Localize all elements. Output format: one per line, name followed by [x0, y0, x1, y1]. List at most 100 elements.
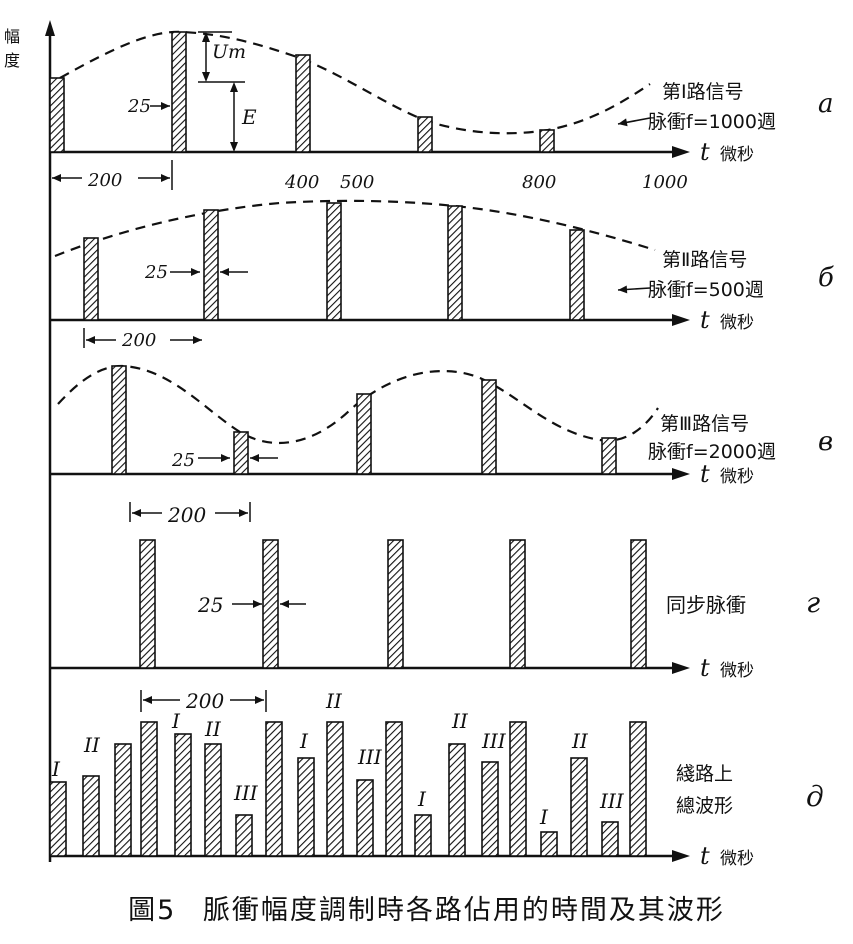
panel-c-pulse-1 [111, 365, 127, 475]
panel-a-axis-arrow [672, 146, 690, 158]
panel-b-signal-envelope [54, 199, 656, 258]
panel-d-width-arrow-right-head [280, 600, 289, 608]
figure-caption: 圖5 脈衝幅度調制時各路佔用的時間及其波形 [0, 888, 853, 927]
panel-e-pulse-9-i [297, 757, 315, 857]
panel-c-width-arrow-right-head [250, 454, 259, 462]
panel-a-pulse-3 [295, 54, 311, 153]
panel-e-channel-mark-4: II [204, 717, 222, 741]
panel-e-pulse-14-ii [448, 743, 466, 857]
panel-e-label-line2: 總波形 [676, 795, 733, 817]
panel-d-t-symbol: t [700, 654, 710, 682]
panel-e-channel-mark-7: II [325, 689, 343, 713]
panel-a-tick-400: 400 [284, 172, 319, 193]
panel-e-pulse-4-sync [140, 721, 158, 857]
panel-c-letter: в [818, 427, 833, 457]
panel-e-pulse-15-iii [481, 761, 499, 857]
y-axis-label-line2: 度 [4, 51, 20, 70]
panel-e-channel-mark-14: III [599, 789, 625, 813]
panel-d-sync-pulse-3 [387, 539, 404, 669]
panel-a-pulse-5 [539, 129, 555, 153]
panel-c-pulse-4 [481, 379, 497, 475]
panel-a-pulse-2 [171, 31, 187, 153]
panel-a-e-label: E [241, 105, 257, 129]
panel-e-channel-mark-8: III [357, 745, 383, 769]
panel-e-letter: д [806, 780, 824, 813]
figure-title: 脈衝幅度調制時各路佔用的時間及其波形 [202, 895, 725, 926]
panel-a-signal-envelope [59, 30, 651, 135]
panel-a-tick-1000: 1000 [642, 172, 688, 193]
panel-a-um-arrow-up [202, 32, 210, 42]
panel-e-pulse-16-sync [509, 721, 527, 857]
panel-b-letter: б [818, 263, 834, 293]
panel-e-axis-arrow [672, 850, 690, 862]
panel-a-width-label: 25 [127, 96, 151, 117]
panel-e-time-unit: 微秒 [720, 849, 754, 869]
panel-d-period-arrow-right-head [239, 509, 248, 517]
panel-c-t-symbol: t [700, 460, 710, 488]
panel-a-label-pointer-head [618, 118, 628, 127]
panel-a-tick-500: 500 [340, 172, 374, 193]
panel-b-width-label: 25 [144, 262, 168, 283]
figure-number: 圖5 [128, 895, 177, 926]
panel-b-pulse-5 [569, 229, 585, 321]
panel-e-pulse-20-sync [629, 721, 647, 857]
panel-c-label-line2: 脉衝f=2000週 [648, 441, 776, 463]
panel-e-pulse-11-iii [356, 779, 374, 857]
panel-d-width-label: 25 [197, 593, 223, 617]
panel-e-period-label: 200 [185, 689, 224, 713]
panel-e-channel-mark-2: II [83, 733, 101, 757]
panel-a-e-arrow-down [230, 142, 238, 152]
panel-b-label-pointer-head [618, 285, 628, 294]
panel-b-period-arrow-left-head [86, 336, 95, 344]
panel-d-sync-pulse-2 [262, 539, 279, 669]
panel-c-width-label: 25 [171, 450, 195, 471]
panel-a-t-symbol: t [700, 138, 710, 166]
panel-c-pulse-3 [356, 393, 372, 475]
panel-c-axis-arrow [672, 468, 690, 480]
panel-e-period-arrow-left-head [143, 696, 152, 704]
panel-a-time-unit: 微秒 [720, 145, 754, 165]
panel-a-pulse-1 [49, 77, 65, 153]
panel-e-pulse-7-iii [235, 814, 253, 857]
panel-e-pulse-2-ii [82, 775, 100, 857]
panel-e-channel-mark-6: I [299, 729, 309, 753]
panel-d-sync-pulse-5 [630, 539, 647, 669]
panel-e-pulse-13-i [414, 814, 432, 857]
panel-b-label-line1: 第Ⅱ路信号 [662, 249, 747, 271]
panel-b-width-arrow-left-head [191, 268, 200, 276]
panel-c-signal-envelope [57, 364, 659, 445]
panel-e-channel-mark-13: II [571, 729, 589, 753]
panel-e-pulse-12-sync [385, 721, 403, 857]
panel-e-pulse-6-ii [204, 743, 222, 857]
panel-e-pulse-17-i [540, 831, 558, 857]
panel-e-channel-mark-9: I [417, 787, 427, 811]
panel-c-width-arrow-left-head [221, 454, 230, 462]
panel-e-pulse-18-ii [570, 757, 588, 857]
panel-c-label-line1: 第Ⅲ路信号 [660, 413, 749, 435]
panel-b-axis-arrow [672, 314, 690, 326]
panel-d-width-arrow-left-head [253, 600, 262, 608]
panel-a-period-label: 200 [87, 170, 122, 191]
panel-e-channel-mark-10: II [451, 709, 469, 733]
panel-d-time-unit: 微秒 [720, 661, 754, 681]
panel-c-pulse-5 [601, 437, 617, 475]
panel-d-axis-arrow [672, 662, 690, 674]
panel-c-time-unit: 微秒 [720, 467, 754, 487]
panel-e-pulse-3-iii [114, 743, 132, 857]
panel-d-sync-pulse-4 [509, 539, 526, 669]
panel-a-tick-800: 800 [522, 172, 556, 193]
panel-a-e-arrow-up [230, 82, 238, 92]
panel-b-width-arrow-right-head [220, 268, 229, 276]
panel-b-pulse-4 [447, 205, 463, 321]
panel-e-pulse-19-iii [601, 821, 619, 857]
panel-b-t-symbol: t [700, 306, 710, 334]
panel-e-pulse-5-i [174, 733, 192, 857]
panel-a-width-arrow-head [161, 102, 170, 110]
panel-b-pulse-2 [203, 209, 219, 321]
vertical-axis-arrow [45, 20, 55, 36]
y-axis-label-line1: 幅 [4, 27, 20, 46]
panel-b-pulse-3 [326, 202, 342, 321]
panel-b-period-label: 200 [121, 330, 156, 351]
panel-e-period-arrow-right-head [255, 696, 264, 704]
panel-d-label: 同步脉衝 [666, 593, 746, 617]
